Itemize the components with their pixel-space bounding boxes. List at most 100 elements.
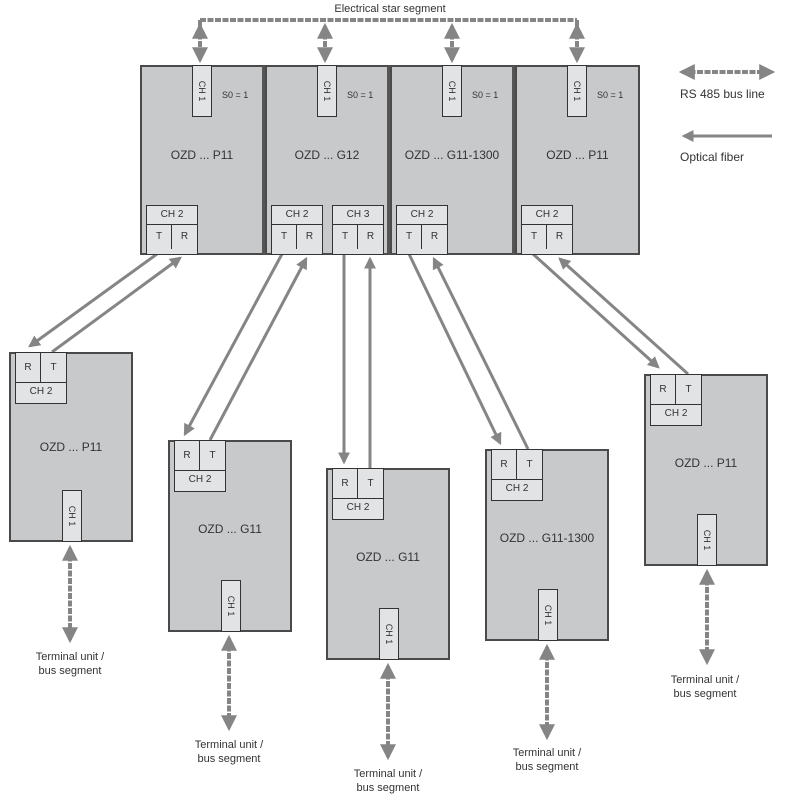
remote-device-2: R T CH 2 OZD ... G11 CH 1 [168, 440, 292, 632]
device-name: OZD ... P11 [39, 440, 103, 454]
transmit-port: T [397, 225, 422, 249]
s0-setting: S0 = 1 [597, 90, 624, 100]
ch3-port: CH 3 T R [332, 205, 384, 255]
receive-port: R [651, 375, 676, 405]
ch2-port: R T CH 2 [332, 468, 384, 520]
ch2-port: R T CH 2 [15, 352, 67, 404]
terminal-label-line2: bus segment [673, 688, 737, 700]
ch2-port: R T CH 2 [650, 374, 702, 426]
device-name: OZD ... G11-1300 [404, 148, 500, 162]
terminal-label-line2: bus segment [515, 761, 579, 773]
star-device-3: CH 1 S0 = 1 OZD ... G11-1300 CH 2 T R [390, 65, 515, 255]
s0-setting: S0 = 1 [222, 90, 249, 100]
optical-fiber-tx [407, 253, 502, 446]
optical-fiber-tx [531, 252, 660, 369]
ch1-label: CH 1 [197, 80, 207, 102]
terminal-label-line2: bus segment [356, 782, 420, 794]
terminal-label-line1: Terminal unit / [670, 674, 740, 686]
ch1-port: CH 1 [317, 65, 337, 117]
receive-port: R [180, 231, 189, 242]
device-name: OZD ... P11 [170, 148, 234, 162]
receive-port: R [16, 353, 41, 383]
remote-device-3: R T CH 2 OZD ... G11 CH 1 [326, 468, 450, 660]
s0-setting: S0 = 1 [472, 90, 499, 100]
terminal-label-line1: Terminal unit / [194, 739, 264, 751]
terminal-label-3: Terminal unit / bus segment [338, 767, 438, 795]
ch2-label: CH 2 [522, 206, 572, 225]
receive-port: R [333, 469, 358, 499]
device-name: OZD ... P11 [674, 456, 738, 470]
transmit-port: T [272, 225, 297, 249]
ch2-label: CH 2 [272, 206, 322, 225]
device-name: OZD ... P11 [546, 148, 609, 162]
receive-port: R [430, 231, 439, 242]
transmit-port: T [358, 469, 383, 499]
transmit-port: T [41, 353, 66, 383]
transmit-port: T [676, 375, 701, 405]
receive-port: R [555, 231, 564, 242]
ch2-port: R T CH 2 [491, 449, 543, 501]
ch3-label: CH 3 [333, 206, 383, 225]
remote-device-5: R T CH 2 OZD ... P11 CH 1 [644, 374, 768, 566]
ch2-label: CH 2 [664, 408, 688, 419]
ch2-label: CH 2 [188, 474, 212, 485]
optical-fiber-tx [183, 253, 284, 437]
legend-rs485-label: RS 485 bus line [680, 87, 765, 101]
ch1-port: CH 1 [379, 608, 399, 660]
remote-device-1: R T CH 2 OZD ... P11 CH 1 [9, 352, 133, 542]
terminal-label-5: Terminal unit / bus segment [655, 673, 755, 701]
terminal-label-4: Terminal unit / bus segment [497, 746, 597, 774]
terminal-label-1: Terminal unit / bus segment [20, 650, 120, 678]
receive-port: R [305, 231, 314, 242]
terminal-label-line2: bus segment [197, 753, 261, 765]
terminal-label-line1: Terminal unit / [512, 747, 582, 759]
ch2-port: R T CH 2 [174, 440, 226, 492]
ch1-label: CH 1 [322, 80, 332, 102]
ch2-label: CH 2 [29, 386, 53, 397]
ch1-label: CH 1 [384, 623, 394, 645]
transmit-port: T [522, 225, 547, 249]
ch1-port: CH 1 [567, 65, 587, 117]
device-name: OZD ... G11-1300 [499, 531, 595, 545]
transmit-port: T [200, 441, 225, 471]
s0-setting: S0 = 1 [347, 90, 374, 100]
terminal-label-line1: Terminal unit / [35, 651, 105, 663]
legend-optical-label: Optical fiber [680, 150, 745, 164]
ch2-label: CH 2 [505, 483, 529, 494]
ch1-label: CH 1 [572, 80, 582, 102]
remote-device-4: R T CH 2 OZD ... G11-1300 CH 1 [485, 449, 609, 641]
transmit-port: T [147, 225, 172, 249]
ch2-port: CH 2 T R [146, 205, 198, 255]
ch1-port: CH 1 [697, 514, 717, 566]
ch2-label: CH 2 [346, 502, 370, 513]
star-device-1: CH 1 S0 = 1 OZD ... P11 CH 2 T R [140, 65, 265, 255]
ch1-label: CH 1 [67, 505, 77, 527]
device-name: OZD ... G11 [356, 550, 420, 564]
ch1-label: CH 1 [226, 595, 236, 617]
ch1-port: CH 1 [62, 490, 82, 542]
star-device-2: CH 1 S0 = 1 OZD ... G12 CH 2 T R CH 3 T … [265, 65, 390, 255]
ch2-label: CH 2 [147, 206, 197, 225]
ch1-label: CH 1 [447, 80, 457, 102]
terminal-label-line2: bus segment [38, 665, 102, 677]
ch1-port: CH 1 [192, 65, 212, 117]
optical-fiber-rx [51, 256, 182, 354]
receive-port: R [366, 231, 375, 242]
ch2-port: CH 2 T R [271, 205, 323, 255]
device-name: OZD ... G12 [294, 148, 360, 162]
optical-fiber-tx [28, 252, 158, 348]
star-device-4: CH 1 S0 = 1 OZD ... P11 CH 2 T R [515, 65, 640, 255]
ch2-port: CH 2 T R [396, 205, 448, 255]
optical-fiber-rx [208, 256, 308, 441]
electrical-star-segment-label: Electrical star segment [334, 3, 446, 15]
transmit-port: T [333, 225, 358, 249]
terminal-label-2: Terminal unit / bus segment [179, 738, 279, 766]
optical-fiber-rx [432, 256, 530, 450]
receive-port: R [492, 450, 517, 480]
optical-fiber-rx [558, 257, 690, 376]
ch1-port: CH 1 [442, 65, 462, 117]
ch2-label: CH 2 [397, 206, 447, 225]
transmit-port: T [517, 450, 542, 480]
device-name: OZD ... G11 [198, 522, 262, 536]
